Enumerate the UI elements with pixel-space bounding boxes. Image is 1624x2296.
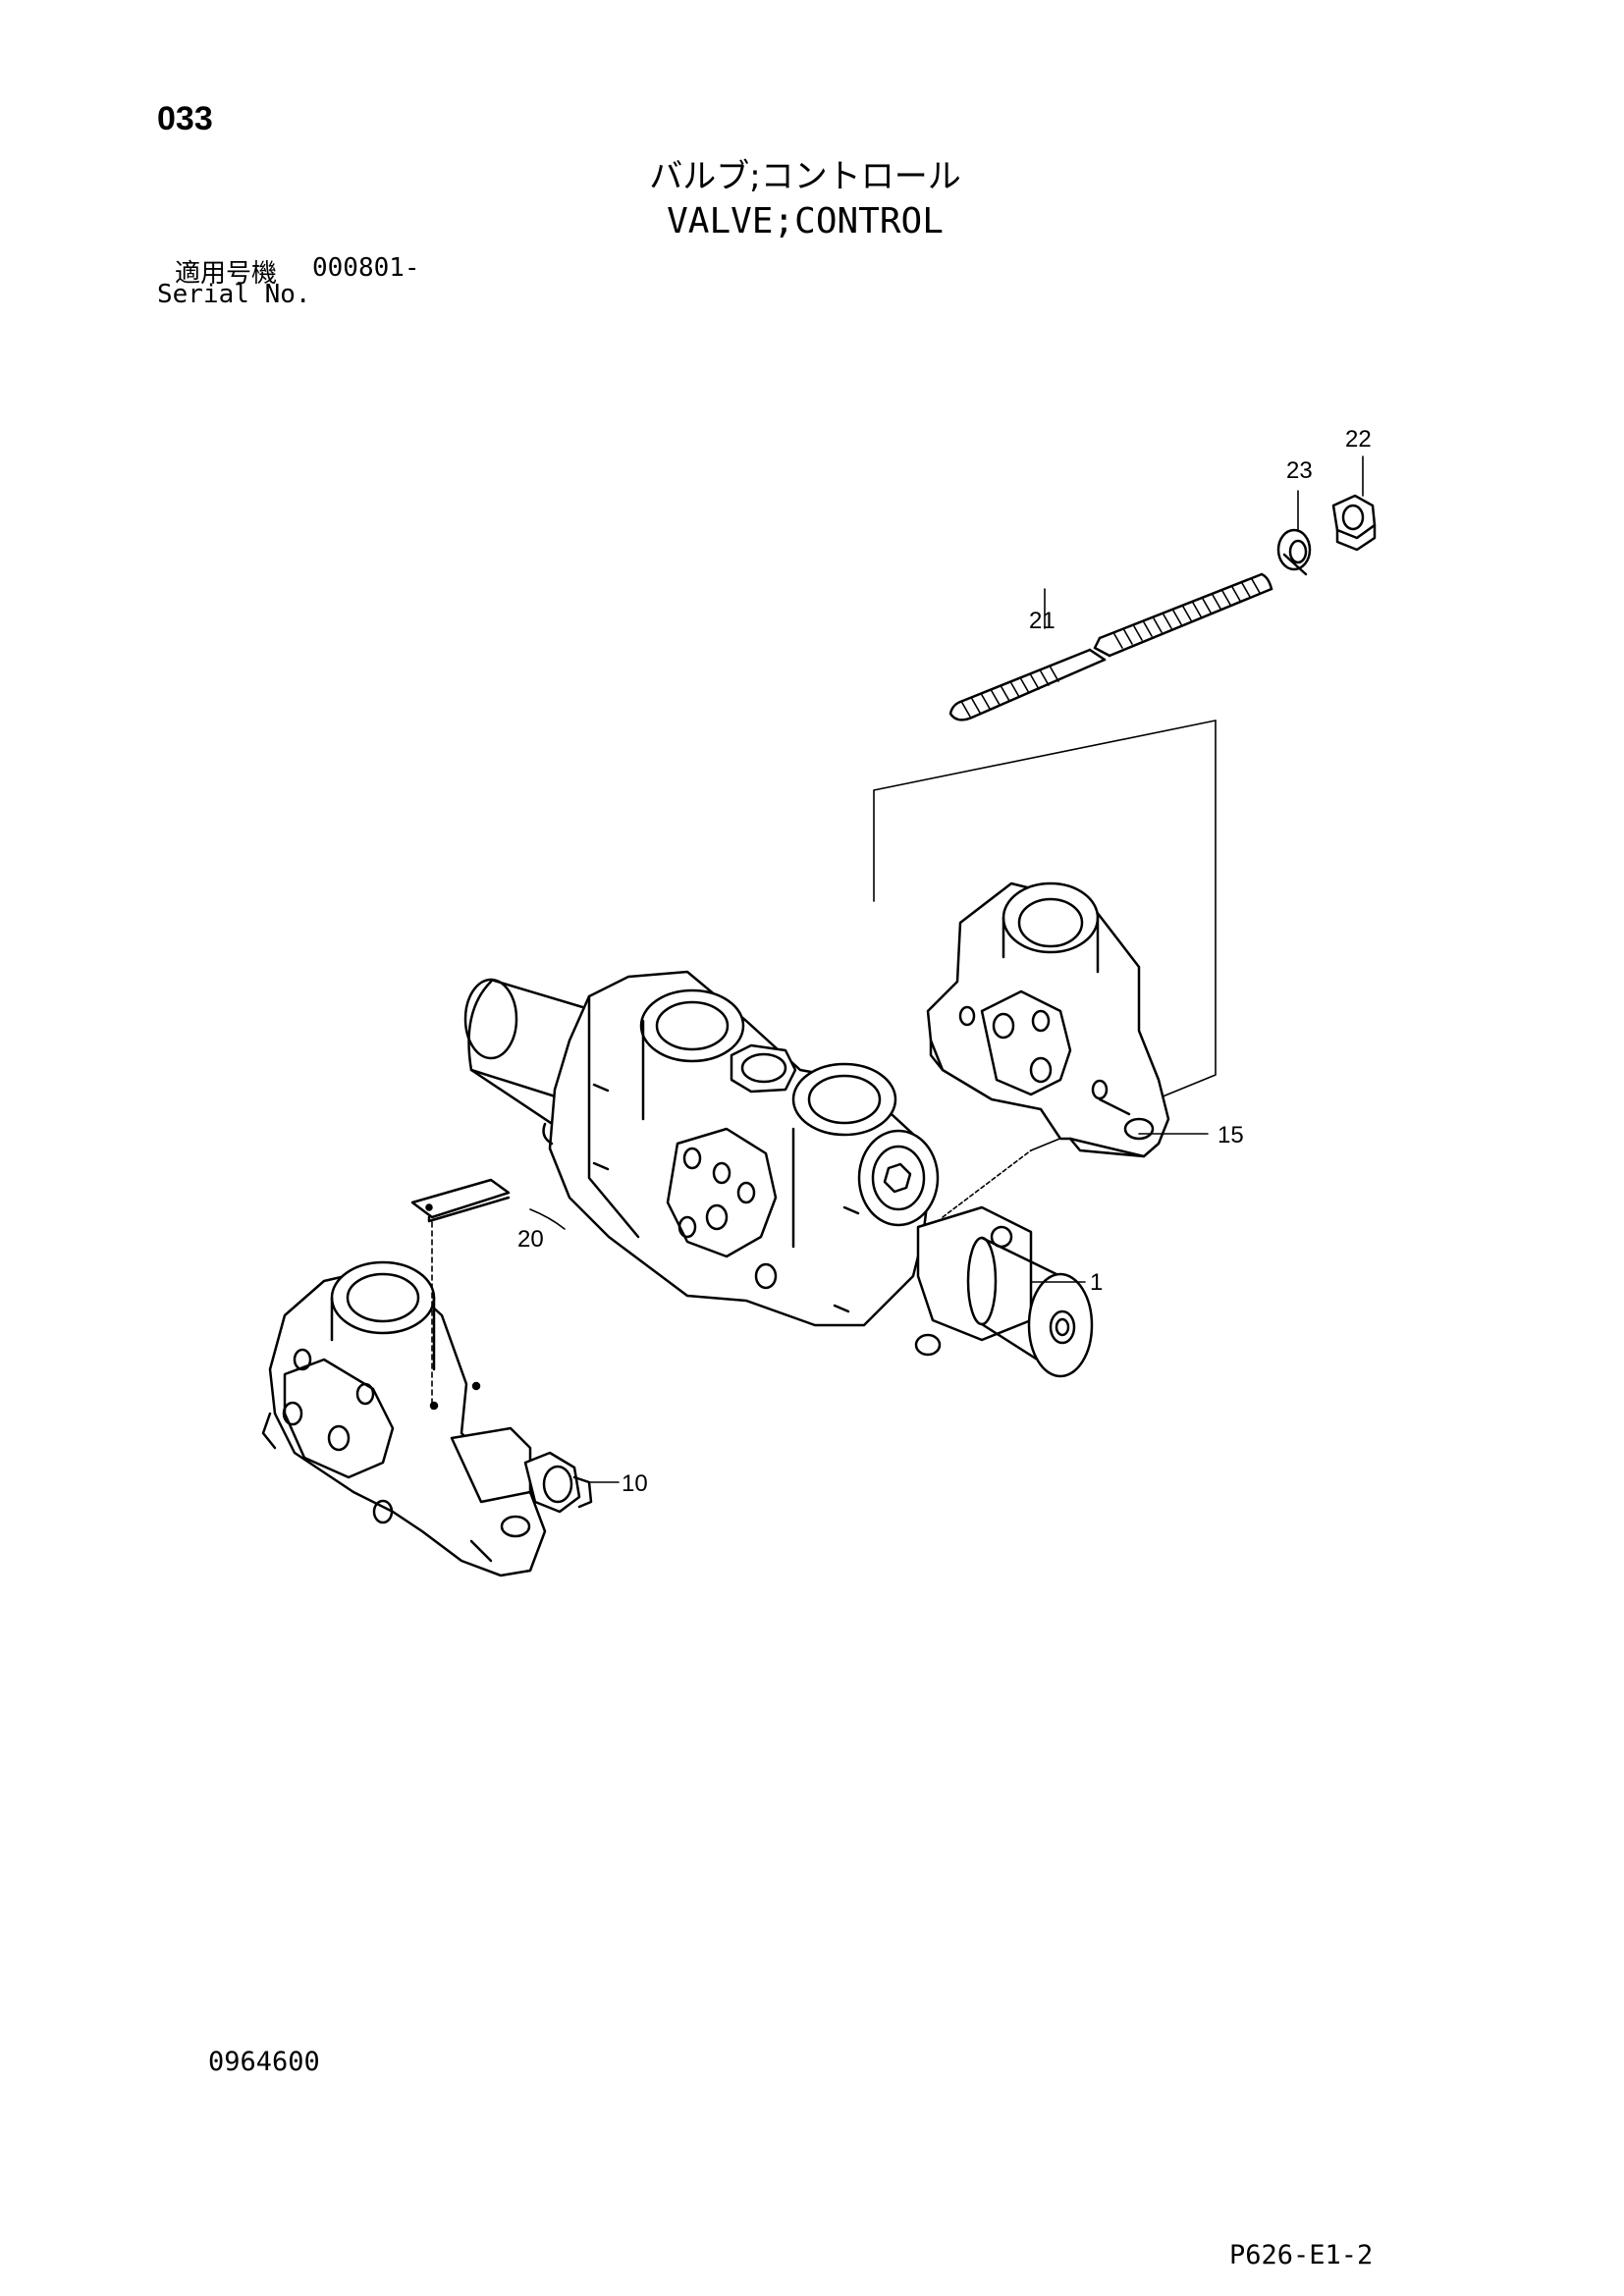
part-washer [1276,528,1312,576]
callout-23: 23 [1286,457,1313,484]
page-number: 033 [157,100,213,137]
part-name-plate [410,1178,566,1410]
part-control-valve-body [463,970,1094,1378]
document-id: 0964600 [208,2047,320,2077]
title-english: VALVE;CONTROL [667,201,944,241]
page-id: P626-E1-2 [1229,2240,1374,2270]
part-nut [1331,494,1377,552]
callout-1: 1 [1090,1269,1103,1296]
callout-15: 15 [1218,1122,1244,1148]
leader-lines [588,455,1364,1483]
serial-label-japanese: 適用号機 [175,259,278,289]
part-stud-bolt [948,572,1273,721]
part-end-section-outlet [926,881,1170,1158]
serial-label-english: Serial No. [157,280,311,309]
callout-10: 10 [622,1470,648,1497]
callout-21: 21 [1029,608,1056,634]
callout-22: 22 [1345,426,1372,453]
callout-20: 20 [517,1226,544,1253]
serial-value: 000801- [312,253,420,283]
part-end-section-inlet [261,1260,593,1577]
title-japanese: バルブ;コントロール [649,157,961,196]
